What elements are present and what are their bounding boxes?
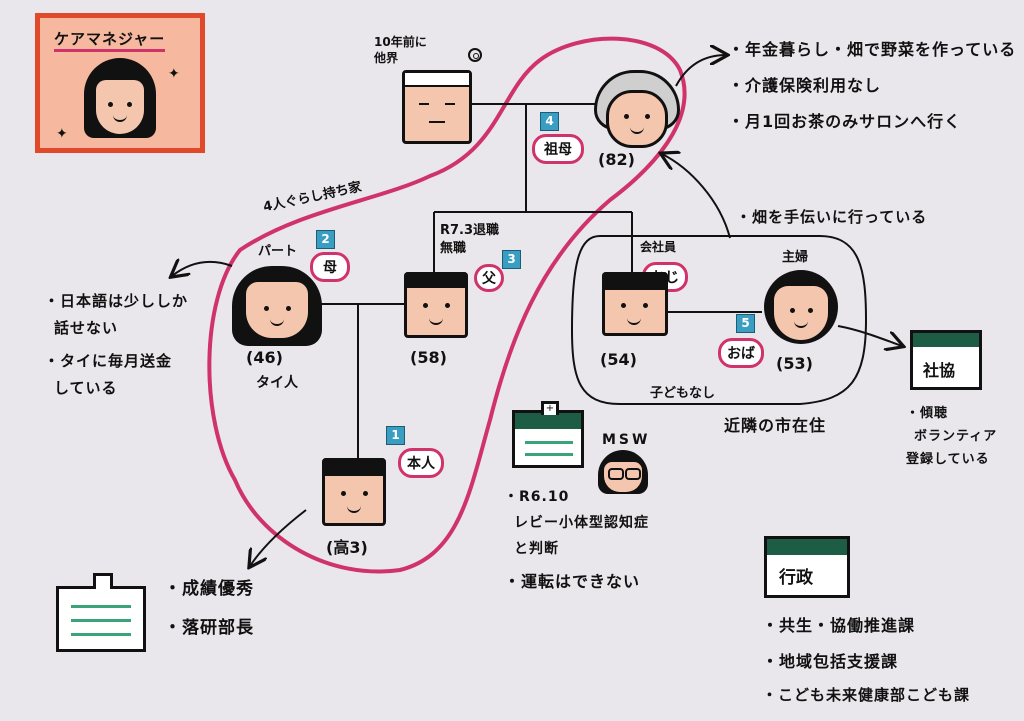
mother-age: (46) — [246, 348, 283, 367]
shakyo-notes: ・傾聴 ボランティア 登録している — [906, 406, 998, 467]
household-boundary — [207, 36, 687, 574]
hospital-building-icon: + — [512, 401, 584, 468]
father-age: (58) — [410, 348, 447, 367]
gyosei-building-icon: 行政 — [764, 536, 850, 598]
no-children-note: 子どもなし — [650, 386, 716, 401]
msw-label: MSW — [602, 432, 651, 448]
gyosei-sign: 行政 — [779, 568, 813, 588]
self-badge: 1 — [386, 426, 405, 445]
grandma-age: (82) — [598, 150, 635, 169]
hospital-notes: ・R6.10 レビー小体型認知症 と判断 ・運転はできない — [504, 489, 649, 591]
mother-notes: ・日本語は少ししか 話せない ・タイに毎月送金 している — [44, 292, 189, 397]
grandma-badge: 4 — [540, 112, 559, 131]
relatives-boundary — [570, 235, 868, 405]
self-notes: ・成績優秀 ・落研部長 — [164, 579, 254, 638]
uncle-age: (54) — [600, 350, 637, 369]
father-figure — [404, 272, 468, 338]
self-role-label: 本人 — [398, 448, 444, 478]
grandma-notes: ・年金暮らし・畑で野菜を作っている ・介護保険利用なし ・月1回お茶のみサロンへ… — [728, 40, 1017, 131]
father-badge: 3 — [502, 250, 521, 269]
uncle-job: 会社員 — [640, 240, 677, 254]
grandma-figure — [594, 70, 680, 150]
sparkle-icon: ✦ — [168, 66, 180, 82]
sparkle-icon: ✦ — [56, 126, 68, 142]
self-figure — [322, 458, 386, 526]
msw-figure — [598, 450, 648, 494]
mother-role-label: 母 — [310, 252, 350, 282]
grandma-role-label: 祖母 — [532, 134, 584, 164]
school-building-icon — [56, 573, 146, 652]
shakyo-sign: 社協 — [923, 361, 956, 380]
mother-nationality: タイ人 — [256, 375, 298, 391]
mother-job: パート — [258, 244, 298, 259]
relatives-field-note: ・畑を手伝いに行っている — [736, 208, 928, 226]
care-manager-label: ケアマネジャー — [54, 28, 166, 52]
shakyo-building-icon: 社協 — [910, 330, 982, 390]
father-role-label: 父 — [474, 264, 504, 292]
self-age: (高3) — [326, 538, 368, 557]
care-manager-face — [84, 58, 156, 138]
aunt-job: 主婦 — [782, 250, 809, 265]
aunt-age: (53) — [776, 354, 813, 373]
deceased-marker-icon — [468, 48, 482, 62]
aunt-badge: 5 — [736, 314, 755, 333]
aunt-figure — [764, 270, 838, 344]
uncle-figure — [602, 272, 668, 336]
gyosei-items: ・共生・協働推進課 ・地域包括支援課 ・こども未来健康部こども課 — [762, 616, 971, 704]
care-manager-card: ケアマネジャー ✦ ✦ — [35, 13, 205, 153]
aunt-role-label: おば — [718, 338, 764, 368]
grandfather-note: 10年前に 他界 — [374, 35, 427, 65]
mother-badge: 2 — [316, 230, 335, 249]
father-note: R7.3退職 無職 — [440, 223, 500, 256]
mother-figure — [232, 266, 322, 346]
relatives-area-note: 近隣の市在住 — [724, 416, 827, 435]
grandfather-figure — [402, 70, 472, 144]
